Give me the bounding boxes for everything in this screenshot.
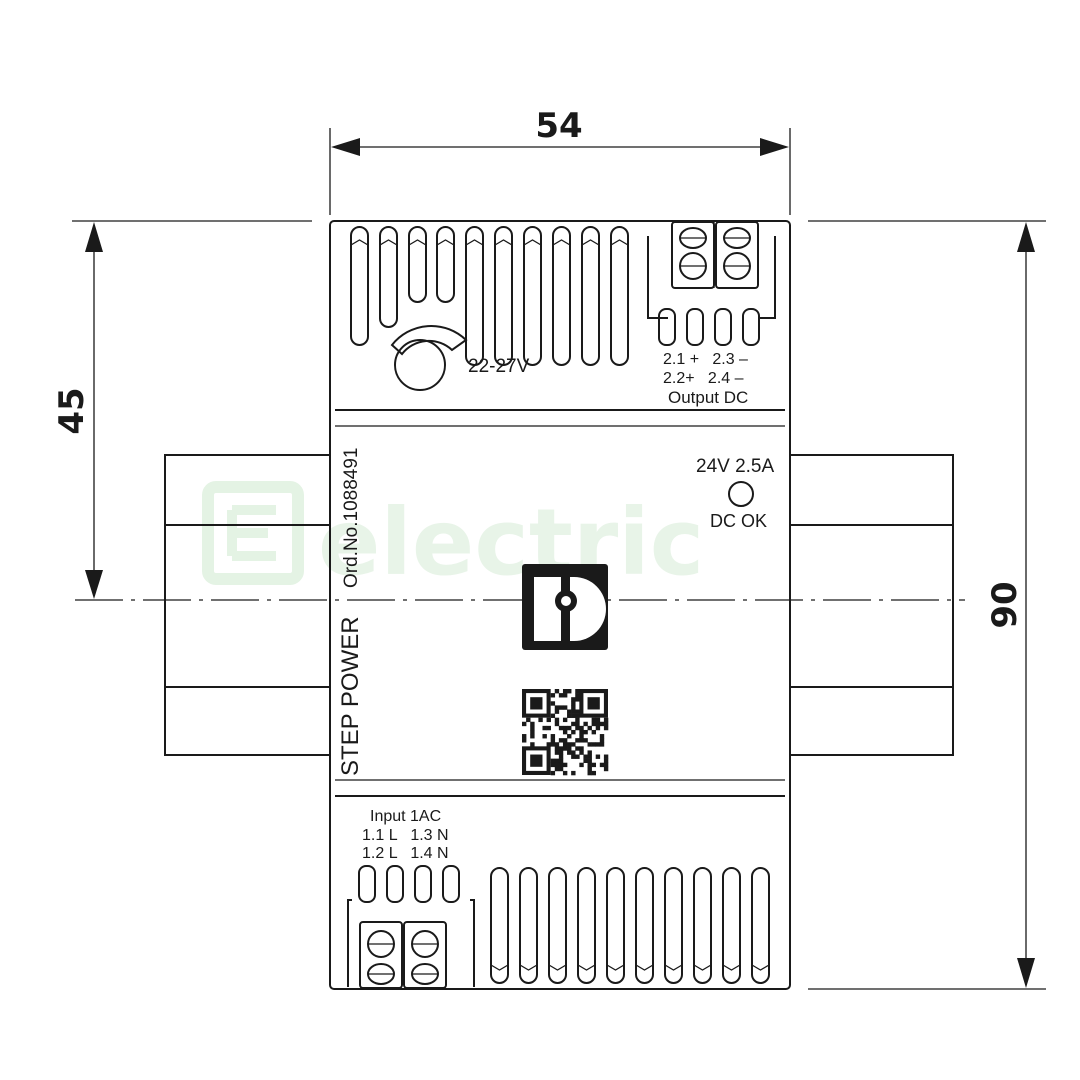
vent-slot: [722, 867, 741, 984]
vent-slot: [635, 867, 654, 984]
adjust-range-label: 22-27V: [468, 356, 530, 377]
vent-slot: [664, 867, 683, 984]
dc-ok-label: DC OK: [710, 511, 767, 531]
dimension-width: 54: [329, 106, 791, 215]
input-1ac-label: Input 1AC: [370, 808, 441, 825]
rating-label: 24V 2.5A: [696, 456, 774, 477]
vent-slot: [552, 226, 571, 366]
terminal-tab: [686, 308, 704, 346]
vent-slot: [523, 226, 542, 366]
vent-slot: [577, 867, 596, 984]
vent-slot: [606, 867, 625, 984]
voltage-adjust-potentiometer[interactable]: [390, 324, 468, 391]
output-terminal-row1: 2.1 + 2.3 –: [663, 351, 748, 368]
vent-slot: [581, 226, 600, 366]
terminal-tab: [742, 308, 760, 346]
terminal-tab: [714, 308, 732, 346]
housing-outline: [329, 220, 791, 990]
width-dimension-label: 54: [535, 106, 582, 146]
watermark: electric: [202, 481, 704, 596]
output-terminal-block: [647, 221, 776, 346]
dimension-height: 90: [808, 220, 1046, 990]
top-vent-slots: [350, 226, 629, 366]
terminal-tab: [358, 865, 376, 903]
terminal-tab: [414, 865, 432, 903]
vent-slot: [465, 226, 484, 366]
vent-slot: [519, 867, 538, 984]
input-terminal-block: [347, 865, 475, 989]
vent-slot: [610, 226, 629, 366]
order-number: Ord.No.1088491: [341, 448, 362, 589]
input-terminal-row2: 1.2 L 1.4 N: [362, 845, 449, 862]
half-height-dimension-label: 45: [52, 387, 92, 434]
output-terminal-row2: 2.2+ 2.4 –: [663, 370, 744, 387]
vent-slot: [548, 867, 567, 984]
dc-ok-led: [728, 481, 754, 507]
vent-slot: [436, 226, 455, 303]
qr-code: [522, 689, 609, 776]
watermark-text: electric: [318, 489, 704, 596]
vent-slot: [693, 867, 712, 984]
input-terminal-row1: 1.1 L 1.3 N: [362, 827, 449, 844]
output-dc-label: Output DC: [668, 388, 748, 407]
vent-slot: [490, 867, 509, 984]
bottom-vent-slots: [490, 867, 770, 984]
product-name: STEP POWER: [337, 616, 364, 776]
dimension-half-height: 45: [52, 220, 312, 599]
height-dimension-label: 90: [985, 581, 1025, 628]
vent-slot: [379, 226, 398, 328]
vent-slot: [350, 226, 369, 346]
phoenix-contact-logo: [522, 564, 608, 650]
vent-slot: [408, 226, 427, 303]
din-rail: [164, 454, 954, 756]
vent-slot: [494, 226, 513, 366]
terminal-tab: [442, 865, 460, 903]
vent-slot: [751, 867, 770, 984]
terminal-tab: [386, 865, 404, 903]
terminal-tab: [658, 308, 676, 346]
